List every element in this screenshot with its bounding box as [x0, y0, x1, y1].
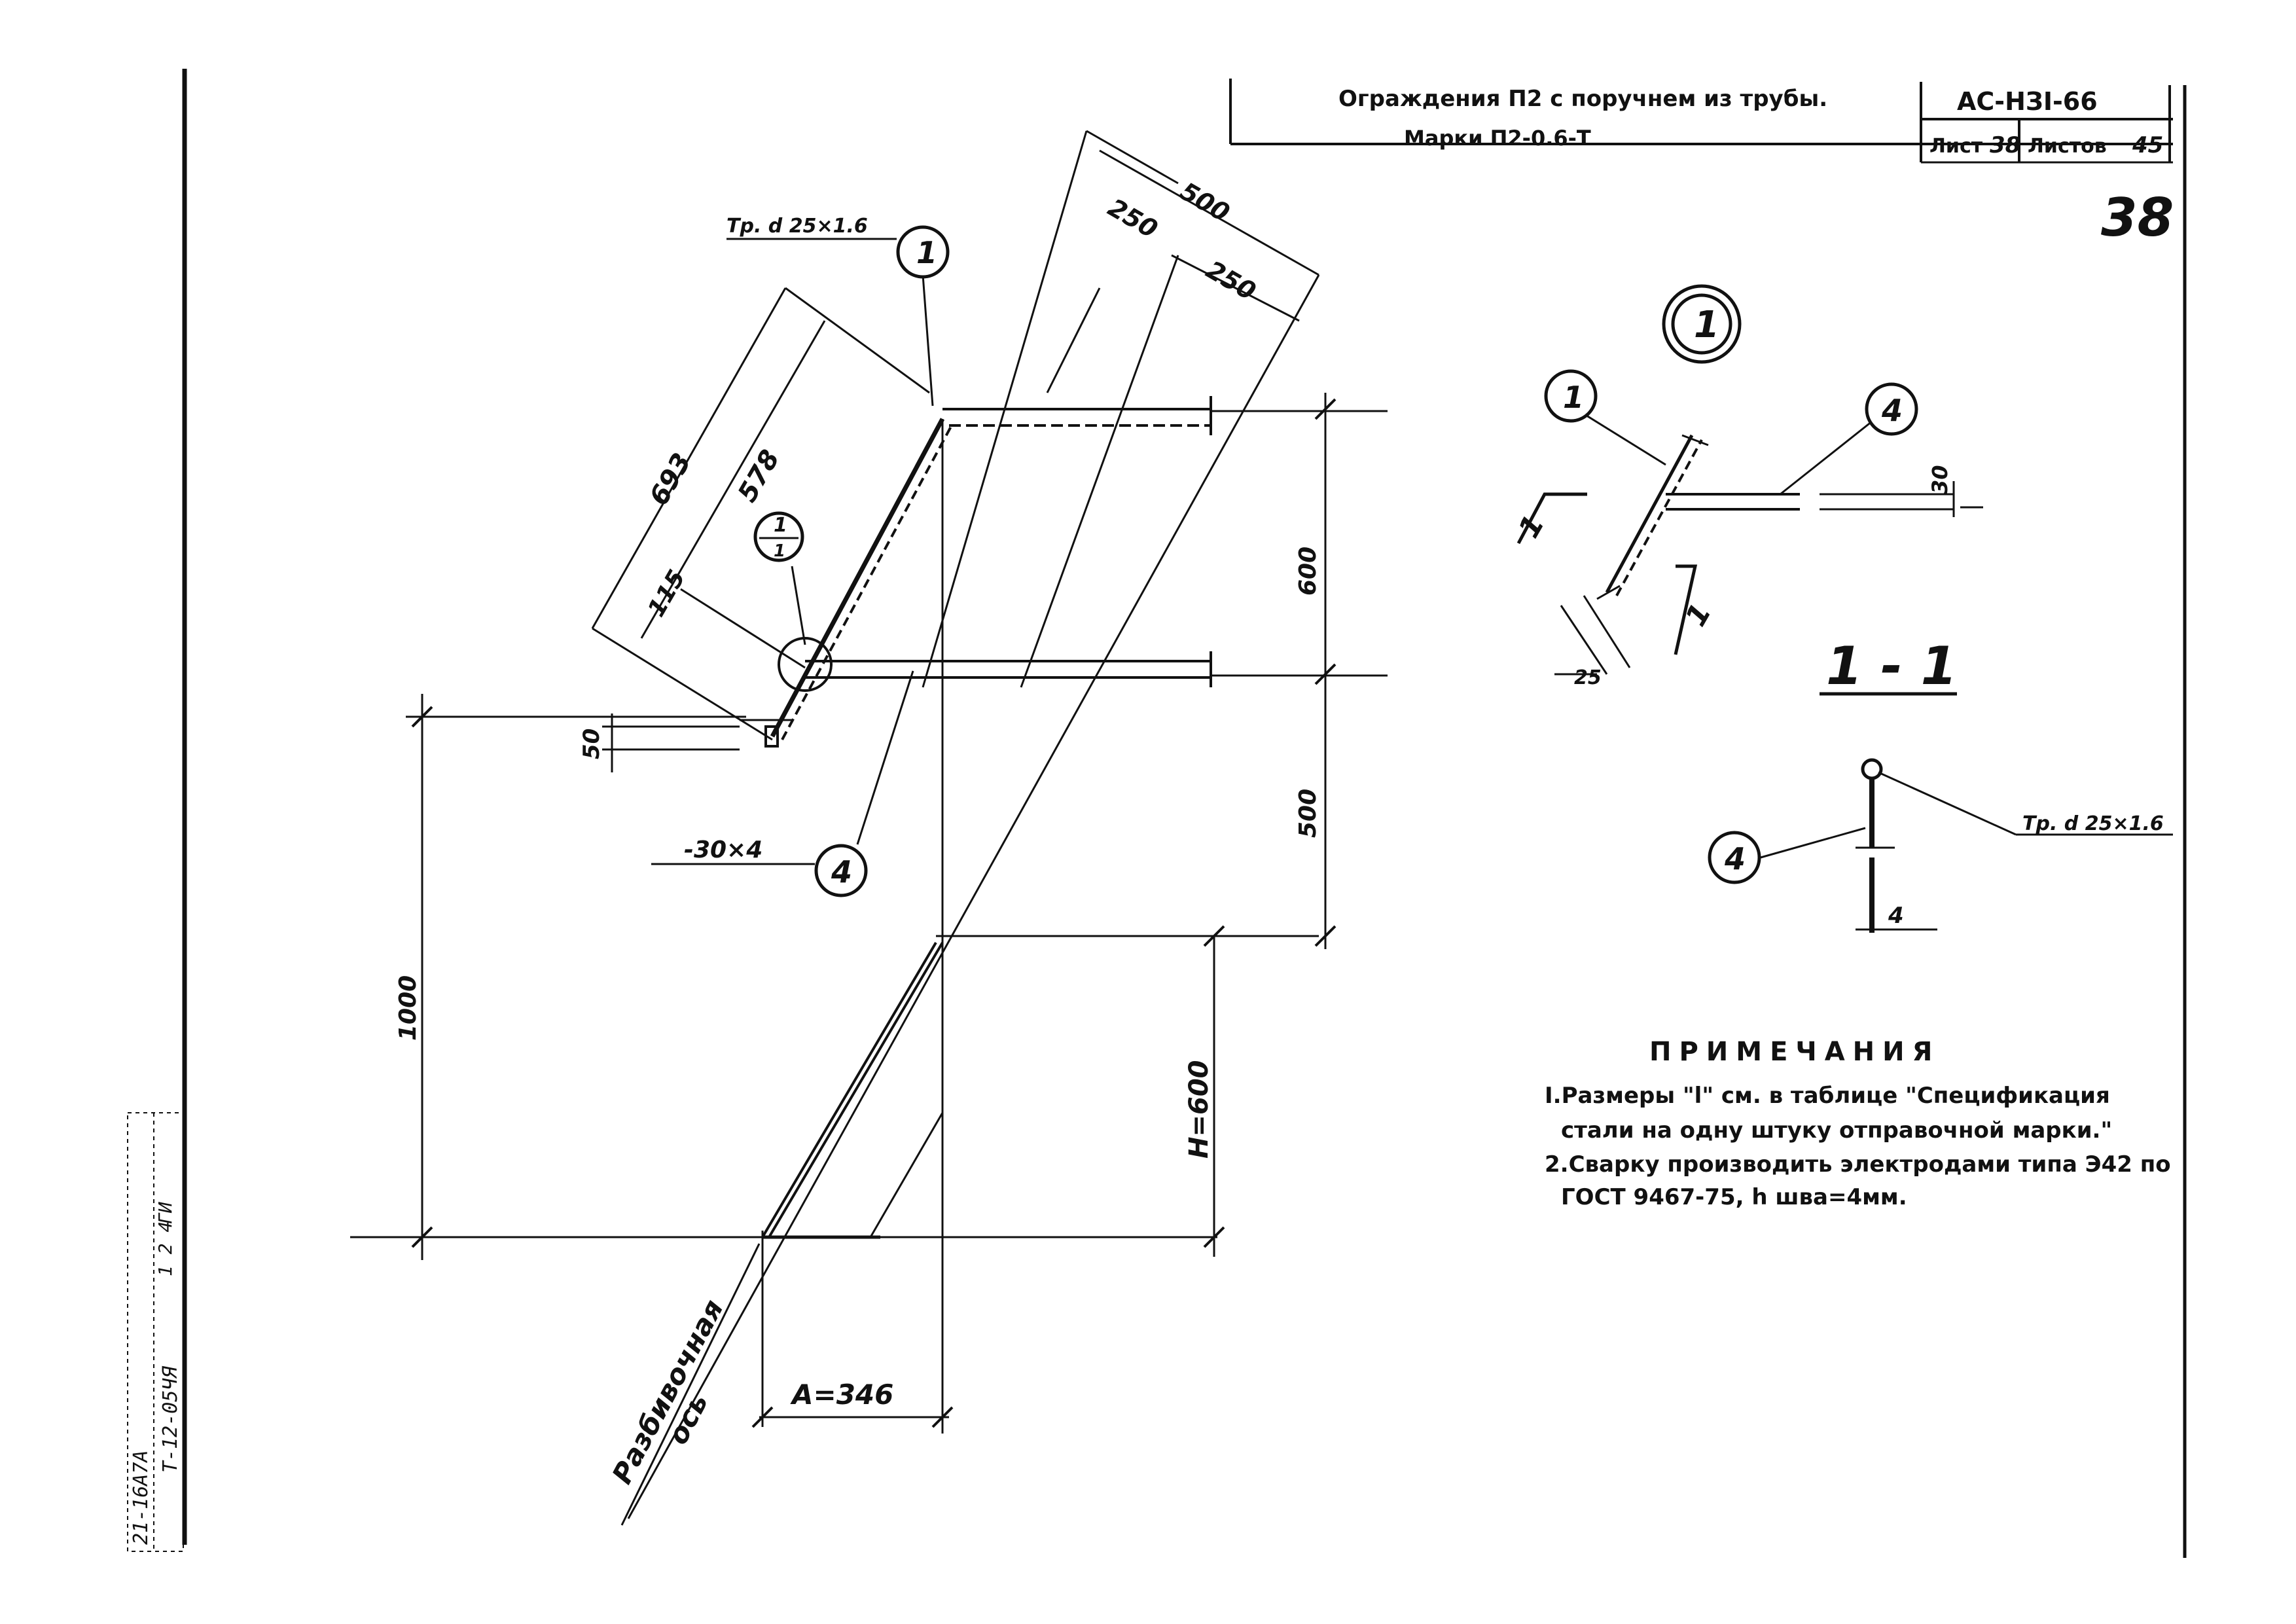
svg-text:1: 1 — [1694, 304, 1719, 346]
svg-text:21-16А7А: 21-16А7А — [130, 1451, 152, 1545]
balloon-strip-section-2: 4 — [1708, 831, 1761, 884]
dim-500-top: 500 — [1175, 177, 1235, 228]
dim-30: 30 — [1928, 465, 1952, 494]
joint-detail-circle — [778, 637, 833, 692]
sheet-number: 38 — [1990, 132, 2020, 158]
strip-spec-label: -30×4 — [684, 837, 762, 863]
note-line-1: I.Размеры "l" см. в таблице "Спецификаци… — [1545, 1083, 2110, 1109]
sheet-frame — [182, 69, 2187, 1558]
main-view — [350, 130, 1388, 1526]
layout-axis-label-1: Разбивочная — [606, 1294, 730, 1489]
svg-text:4: 4 — [1881, 393, 1903, 428]
balloon-strip-section: 4 — [1865, 382, 1918, 436]
inclined-post-pipe — [770, 418, 945, 738]
pipe-spec-label: Тр. d 25×1.6 — [726, 215, 868, 238]
sheets-total: 45 — [2132, 132, 2163, 158]
dim-4: 4 — [1888, 903, 1904, 929]
dim-h-600: Н=600 — [1184, 1060, 1214, 1159]
pipe-spec-label-2: Тр. d 25×1.6 — [2022, 812, 2164, 835]
dim-578: 578 — [732, 445, 786, 507]
title-line-1: Ограждения П2 с поручнем из трубы. — [1338, 86, 1827, 112]
section-title: 1 - 1 — [1826, 636, 1957, 696]
svg-text:4: 4 — [1724, 841, 1746, 876]
note-line-2: стали на одну штуку отправочной марки." — [1561, 1117, 2112, 1144]
sheets-label: Листов — [2028, 135, 2107, 158]
dim-50: 50 — [579, 729, 605, 759]
dim-25: 25 — [1574, 666, 1602, 689]
dim-a-346: А=346 — [790, 1379, 893, 1411]
svg-text:1: 1 — [1563, 380, 1584, 415]
svg-text:1: 1 — [774, 541, 785, 561]
cut-mark-right: 1 — [1679, 598, 1717, 632]
section-view — [1516, 405, 2173, 933]
sheet-label: Лист — [1929, 135, 1983, 158]
detail-mark-double-circle: 1 — [1662, 284, 1742, 364]
section-mark-balloon: 1 1 — [753, 511, 804, 562]
balloon-strip-main: 4 — [814, 844, 868, 897]
notes: ПРИМЕЧАНИЯ I.Размеры "l" см. в таблице "… — [1545, 1037, 2171, 1210]
dim-115: 115 — [643, 566, 691, 622]
svg-text:Т-12-05ЧЯ: Т-12-05ЧЯ — [159, 1366, 182, 1473]
dim-600: 600 — [1295, 547, 1321, 596]
doc-code: АС-НЗI-66 — [1957, 87, 2098, 116]
svg-text:1 2 4: 1 2 4 — [154, 1221, 176, 1276]
svg-text:1: 1 — [774, 514, 787, 537]
note-line-4: ГОСТ 9467-75, h шва=4мм. — [1561, 1184, 1907, 1210]
svg-text:ГИ: ГИ — [154, 1202, 176, 1224]
handwritten-page-number: 38 — [2101, 187, 2174, 248]
dim-1000: 1000 — [395, 975, 422, 1041]
cut-mark-left: 1 — [1512, 509, 1551, 543]
dim-250-b: 250 — [1202, 255, 1261, 306]
svg-text:1: 1 — [916, 235, 937, 270]
svg-text:4: 4 — [831, 854, 852, 890]
notes-heading: ПРИМЕЧАНИЯ — [1649, 1037, 1940, 1067]
balloon-pipe-section: 1 — [1544, 369, 1598, 423]
section-view-labels: 30 25 1 1 1 - 1 4 Тр. d 25×1.6 — [1512, 465, 2163, 929]
main-view-labels: Тр. d 25×1.6 -30×4 500 250 250 693 578 1… — [395, 177, 1321, 1489]
dim-500-right: 500 — [1295, 789, 1321, 838]
dim-250-a: 250 — [1103, 193, 1163, 244]
layout-axis-line — [627, 274, 1320, 1519]
margin-stamp: 1 2 4 ГИ 21-16А7А Т-12-05ЧЯ — [127, 1112, 184, 1552]
title-block: Ограждения П2 с поручнем из трубы. Марки… — [1229, 79, 2174, 248]
balloon-pipe-main: 1 — [896, 225, 950, 279]
note-line-3: 2.Сварку производить электродами типа Э4… — [1545, 1151, 2171, 1178]
title-line-2: Марки П2-0.6-Т — [1404, 126, 1591, 151]
